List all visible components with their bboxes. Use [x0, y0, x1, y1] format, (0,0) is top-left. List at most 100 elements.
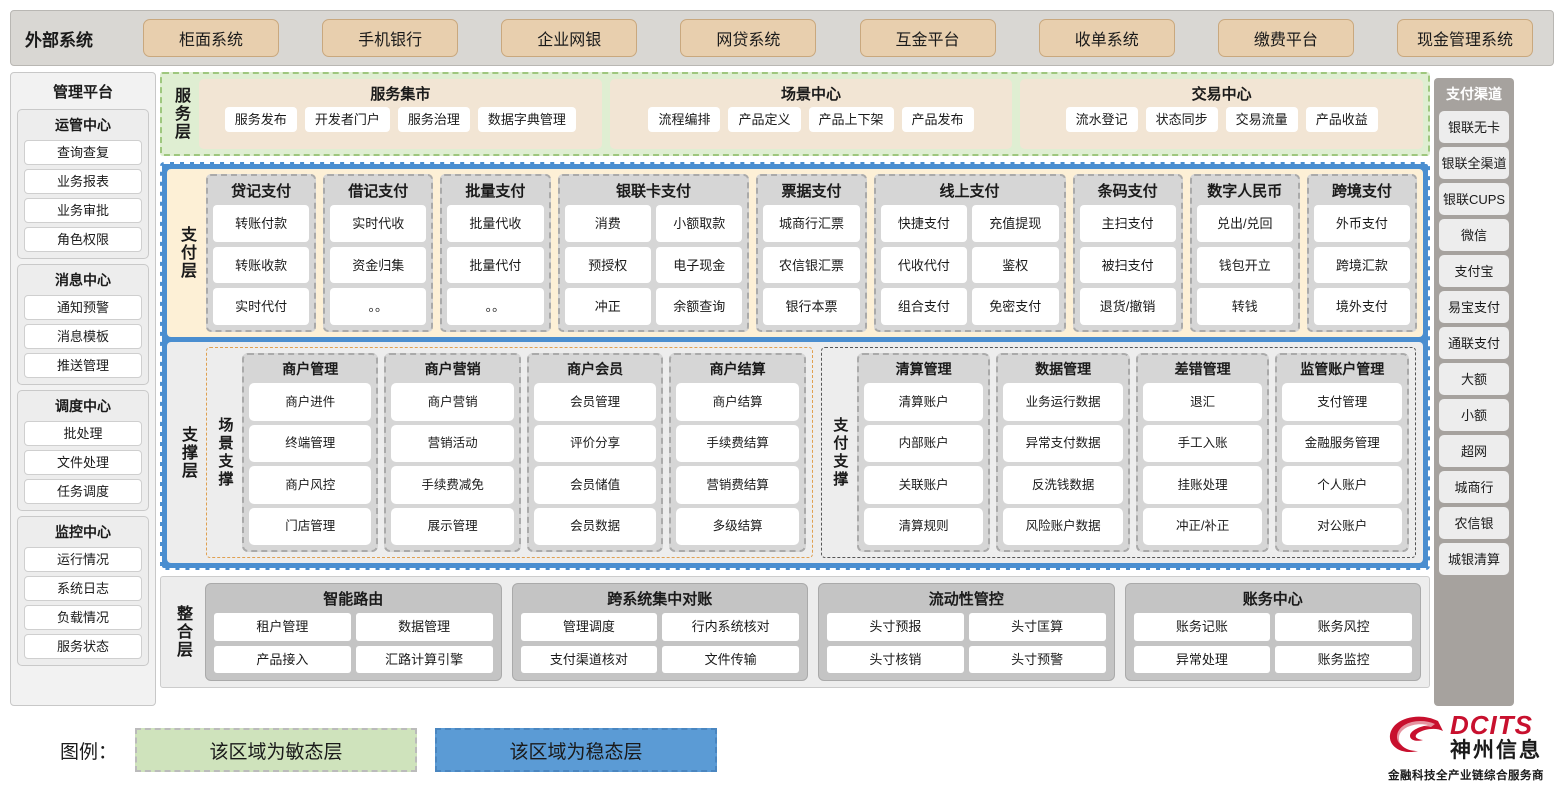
payment-item[interactable]: 外币支付 [1313, 205, 1411, 242]
integration-item[interactable]: 头寸匡算 [968, 613, 1106, 641]
support-item[interactable]: 多级结算 [676, 507, 799, 545]
payment-item[interactable]: 城商行汇票 [763, 205, 860, 242]
payment-item[interactable]: 消费 [564, 205, 651, 242]
support-item[interactable]: 营销活动 [391, 424, 514, 462]
support-item[interactable]: 终端管理 [249, 424, 372, 462]
support-item[interactable]: 金融服务管理 [1282, 424, 1402, 462]
support-item[interactable]: 手续费结算 [676, 424, 799, 462]
integration-item[interactable]: 账务记账 [1133, 613, 1271, 641]
payment-item[interactable]: 小额取款 [655, 205, 743, 242]
management-item[interactable]: 文件处理 [24, 450, 142, 475]
support-item[interactable]: 对公账户 [1282, 507, 1402, 545]
service-item[interactable]: 产品收益 [1305, 107, 1378, 132]
payment-channel-item[interactable]: 易宝支付 [1439, 291, 1509, 323]
payment-channel-item[interactable]: 农信银 [1439, 507, 1509, 539]
service-item[interactable]: 服务发布 [224, 107, 297, 132]
external-system-chip[interactable]: 现金管理系统 [1396, 19, 1533, 57]
payment-item[interactable]: 被扫支付 [1079, 246, 1176, 284]
support-item[interactable]: 会员管理 [533, 383, 657, 421]
service-item[interactable]: 产品上下架 [808, 107, 894, 132]
payment-channel-item[interactable]: 微信 [1439, 219, 1509, 251]
payment-item[interactable]: 农信银汇票 [763, 246, 860, 284]
support-item[interactable]: 商户营销 [391, 383, 514, 421]
support-item[interactable]: 清算账户 [863, 383, 984, 421]
payment-item[interactable]: 转账付款 [213, 205, 310, 242]
payment-item[interactable]: 冲正 [564, 288, 651, 326]
payment-item[interactable]: 转钱 [1196, 288, 1293, 326]
management-item[interactable]: 业务审批 [24, 198, 142, 223]
payment-item[interactable]: 退货/撤销 [1079, 288, 1176, 326]
service-item[interactable]: 开发者门户 [304, 107, 390, 132]
service-item[interactable]: 数据字典管理 [477, 107, 576, 132]
management-item[interactable]: 批处理 [24, 421, 142, 446]
service-item[interactable]: 流水登记 [1065, 107, 1138, 132]
payment-item[interactable]: 。。 [330, 288, 427, 326]
management-item[interactable]: 消息模板 [24, 324, 142, 349]
payment-item[interactable]: 批量代付 [447, 246, 544, 284]
support-item[interactable]: 商户风控 [249, 466, 372, 504]
integration-item[interactable]: 数据管理 [355, 613, 493, 641]
external-system-chip[interactable]: 网贷系统 [680, 19, 817, 57]
payment-channel-item[interactable]: 城银清算 [1439, 543, 1509, 575]
payment-item[interactable]: 批量代收 [447, 205, 544, 242]
management-item[interactable]: 负载情况 [24, 605, 142, 630]
payment-item[interactable]: 预授权 [564, 246, 651, 284]
support-item[interactable]: 会员储值 [533, 466, 657, 504]
payment-channel-item[interactable]: 通联支付 [1439, 327, 1509, 359]
payment-item[interactable]: 境外支付 [1313, 288, 1411, 326]
support-item[interactable]: 异常支付数据 [1003, 424, 1123, 462]
support-item[interactable]: 手工入账 [1142, 424, 1263, 462]
integration-item[interactable]: 产品接入 [214, 645, 351, 673]
integration-item[interactable]: 租户管理 [214, 613, 351, 641]
payment-item[interactable]: 。。 [447, 288, 544, 326]
external-system-chip[interactable]: 收单系统 [1038, 19, 1175, 57]
support-item[interactable]: 营销费结算 [676, 466, 799, 504]
support-item[interactable]: 关联账户 [863, 466, 984, 504]
external-system-chip[interactable]: 柜面系统 [143, 19, 279, 57]
management-item[interactable]: 运行情况 [24, 547, 142, 572]
support-item[interactable]: 内部账户 [863, 424, 984, 462]
payment-channel-item[interactable]: 银联无卡 [1439, 111, 1509, 143]
service-item[interactable]: 产品发布 [901, 107, 974, 132]
support-item[interactable]: 反洗钱数据 [1003, 466, 1123, 504]
payment-channel-item[interactable]: 大额 [1439, 363, 1509, 395]
payment-item[interactable]: 钱包开立 [1196, 246, 1293, 284]
payment-channel-item[interactable]: 银联CUPS [1439, 183, 1509, 215]
support-item[interactable]: 风险账户数据 [1003, 507, 1123, 545]
payment-channel-item[interactable]: 小额 [1439, 399, 1509, 431]
integration-item[interactable]: 账务监控 [1275, 645, 1412, 673]
service-item[interactable]: 产品定义 [728, 107, 801, 132]
payment-item[interactable]: 代收代付 [880, 246, 968, 284]
payment-item[interactable]: 实时代付 [213, 288, 310, 326]
support-item[interactable]: 清算规则 [863, 507, 984, 545]
payment-item[interactable]: 银行本票 [763, 288, 860, 326]
integration-item[interactable]: 账务风控 [1275, 613, 1412, 641]
payment-item[interactable]: 兑出/兑回 [1196, 205, 1293, 242]
integration-item[interactable]: 管理调度 [520, 613, 658, 641]
management-item[interactable]: 任务调度 [24, 479, 142, 504]
support-item[interactable]: 挂账处理 [1142, 466, 1263, 504]
payment-item[interactable]: 充值提现 [972, 205, 1059, 242]
service-item[interactable]: 交易流量 [1225, 107, 1298, 132]
external-system-chip[interactable]: 手机银行 [322, 19, 459, 57]
payment-item[interactable]: 组合支付 [880, 288, 968, 326]
payment-channel-item[interactable]: 城商行 [1439, 471, 1509, 503]
service-item[interactable]: 状态同步 [1145, 107, 1218, 132]
integration-item[interactable]: 头寸预警 [968, 645, 1106, 673]
support-item[interactable]: 展示管理 [391, 507, 514, 545]
integration-item[interactable]: 文件传输 [662, 645, 799, 673]
management-item[interactable]: 系统日志 [24, 576, 142, 601]
service-item[interactable]: 服务治理 [397, 107, 470, 132]
external-system-chip[interactable]: 缴费平台 [1217, 19, 1354, 57]
payment-item[interactable]: 余额查询 [655, 288, 743, 326]
payment-channel-item[interactable]: 超网 [1439, 435, 1509, 467]
payment-channel-item[interactable]: 支付宝 [1439, 255, 1509, 287]
integration-item[interactable]: 头寸预报 [827, 613, 964, 641]
payment-item[interactable]: 免密支付 [972, 288, 1059, 326]
support-item[interactable]: 业务运行数据 [1003, 383, 1123, 421]
support-item[interactable]: 个人账户 [1282, 466, 1402, 504]
payment-item[interactable]: 实时代收 [330, 205, 427, 242]
integration-item[interactable]: 头寸核销 [827, 645, 964, 673]
payment-channel-item[interactable]: 银联全渠道 [1439, 147, 1509, 179]
support-item[interactable]: 手续费减免 [391, 466, 514, 504]
